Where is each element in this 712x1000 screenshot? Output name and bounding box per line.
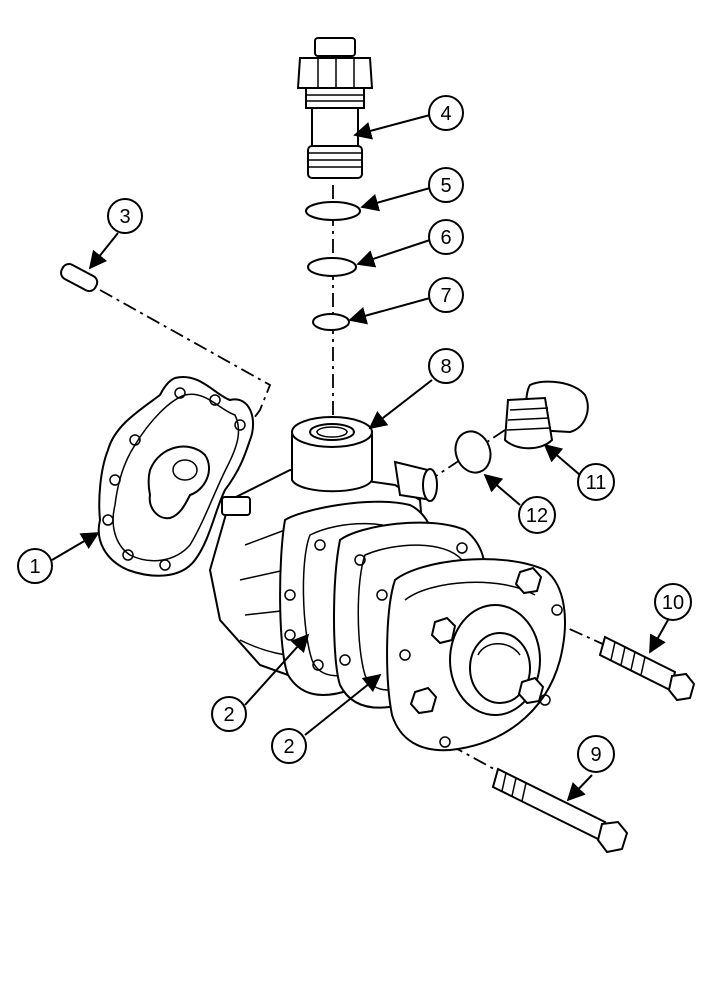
callout-9: 9 <box>577 735 615 773</box>
pin-axis-line <box>99 289 272 431</box>
callout-2b: 2 <box>271 728 307 764</box>
leader-5 <box>360 187 431 212</box>
callout-3: 3 <box>107 198 143 234</box>
leader-12 <box>483 473 521 506</box>
plug-axis-line <box>429 429 506 481</box>
bolt-9 <box>491 767 629 854</box>
callout-5-label: 5 <box>440 175 451 197</box>
callout-12: 12 <box>518 496 556 534</box>
leader-1 <box>51 532 100 561</box>
o-ring-6 <box>307 257 357 277</box>
callout-7: 7 <box>428 277 464 313</box>
callout-4: 4 <box>428 95 464 131</box>
gasket <box>97 376 255 577</box>
leader-4 <box>353 114 431 140</box>
callout-8-label: 8 <box>440 356 451 378</box>
callout-7-label: 7 <box>440 285 451 307</box>
o-ring-12 <box>454 430 492 474</box>
bolt-9-axis-line <box>449 744 506 776</box>
dowel-pin <box>60 263 99 293</box>
leader-2b <box>304 673 382 736</box>
callout-10: 10 <box>654 583 692 621</box>
leader-3 <box>88 232 119 270</box>
callout-11: 11 <box>577 463 615 501</box>
leader-2a <box>244 633 310 706</box>
callout-12-label: 12 <box>526 505 548 527</box>
port-plug <box>503 380 589 450</box>
callout-2a-label: 2 <box>223 704 234 726</box>
front-cover <box>386 558 566 752</box>
relief-valve-cartridge <box>296 37 374 179</box>
callout-6-label: 6 <box>440 227 451 249</box>
callout-1-label: 1 <box>29 556 40 578</box>
leader-10 <box>649 619 669 654</box>
callout-3-label: 3 <box>119 206 130 228</box>
callout-2b-label: 2 <box>283 736 294 758</box>
callout-11-label: 11 <box>586 472 607 494</box>
leader-6 <box>356 239 431 268</box>
callout-8: 8 <box>428 348 464 384</box>
leader-11 <box>543 443 581 476</box>
bolt-10 <box>598 635 696 702</box>
callout-1: 1 <box>17 548 53 584</box>
callout-5: 5 <box>428 167 464 203</box>
o-ring-5 <box>305 201 361 221</box>
callout-6: 6 <box>428 219 464 255</box>
o-ring-7 <box>312 313 350 331</box>
callout-2a: 2 <box>211 696 247 732</box>
callout-10-label: 10 <box>662 592 684 614</box>
callout-4-label: 4 <box>440 103 451 125</box>
callout-9-label: 9 <box>590 744 601 766</box>
leader-9 <box>566 774 593 802</box>
leader-8 <box>368 379 433 430</box>
leader-7 <box>348 297 431 325</box>
